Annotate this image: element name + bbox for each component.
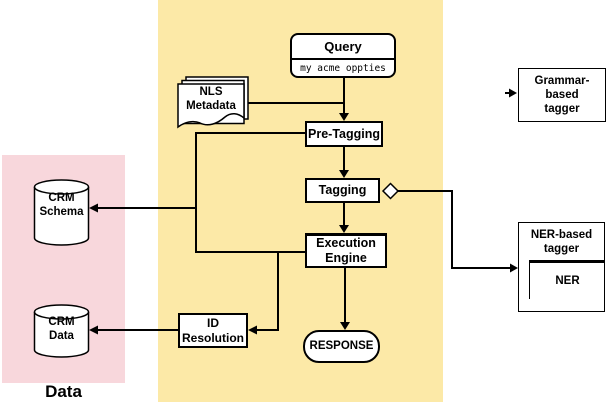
arrowhead-into-nertagger	[510, 263, 518, 273]
grammar-tagger-line1: Grammar-based	[534, 75, 590, 101]
execution-engine-line2: Engine	[325, 251, 367, 265]
pre-tagging-node: Pre-Tagging	[305, 121, 383, 147]
nls-metadata-node: NLS Metadata	[179, 85, 243, 113]
query-text: my acme oppties	[300, 62, 386, 74]
ner-inner-box: NER	[529, 260, 605, 299]
tagging-label: Tagging	[318, 183, 367, 197]
id-resolution-line1: ID	[207, 315, 219, 330]
edge-tagging-to-nertagger	[398, 190, 511, 269]
grammar-based-tagger-node: Grammar-based tagger	[518, 68, 606, 122]
ner-based-tagger-node: NER-based tagger NER	[518, 222, 605, 312]
arrowhead-into-response	[340, 322, 350, 330]
arrowhead-into-pretagging	[339, 113, 349, 121]
execution-engine-line1: Execution	[316, 236, 376, 250]
ner-inner-label: NER	[555, 275, 580, 287]
grammar-tagger-line2: tagger	[544, 103, 580, 115]
edge-to-idresolution	[256, 252, 279, 331]
response-node: RESPONSE	[303, 330, 380, 363]
ner-tagger-line2: tagger	[543, 243, 580, 255]
crm-schema-line2: Schema	[39, 206, 84, 218]
nls-metadata-line1: NLS	[199, 86, 223, 98]
pre-tagging-label: Pre-Tagging	[308, 126, 380, 141]
nls-metadata-document-shape	[177, 76, 249, 129]
id-resolution-line2: Resolution	[182, 330, 244, 345]
query-title: Query	[292, 35, 394, 60]
crm-data-line1: CRM	[48, 316, 75, 328]
arrowhead-into-tagging	[339, 170, 349, 178]
crm-schema-line1: CRM	[48, 192, 75, 204]
arrowhead-into-executionengine	[339, 225, 349, 233]
data-region-label: Data	[45, 382, 82, 401]
edge-pretagging-executionengine-loop	[195, 132, 305, 253]
crm-data-cylinder	[33, 304, 90, 358]
tagging-decision-diamond	[381, 182, 400, 200]
arrowhead-into-idresolution	[248, 325, 257, 335]
crm-data-node: CRM Data	[34, 315, 89, 343]
arrowhead-into-crmschema	[89, 203, 98, 213]
crm-schema-cylinder	[33, 179, 90, 246]
crm-schema-node: CRM Schema	[34, 191, 89, 219]
arrowhead-into-crmdata	[89, 325, 98, 335]
response-label: RESPONSE	[309, 340, 374, 352]
crm-data-line2: Data	[49, 330, 74, 342]
id-resolution-node: ID Resolution	[178, 313, 248, 348]
execution-engine-node: Execution Engine	[305, 233, 387, 268]
ner-tagger-line1: NER-based	[530, 229, 593, 241]
query-node: Query my acme oppties	[290, 33, 396, 78]
tagging-node: Tagging	[305, 178, 380, 203]
arrowhead-into-grammartagger	[509, 88, 517, 98]
nls-metadata-line2: Metadata	[186, 100, 236, 112]
